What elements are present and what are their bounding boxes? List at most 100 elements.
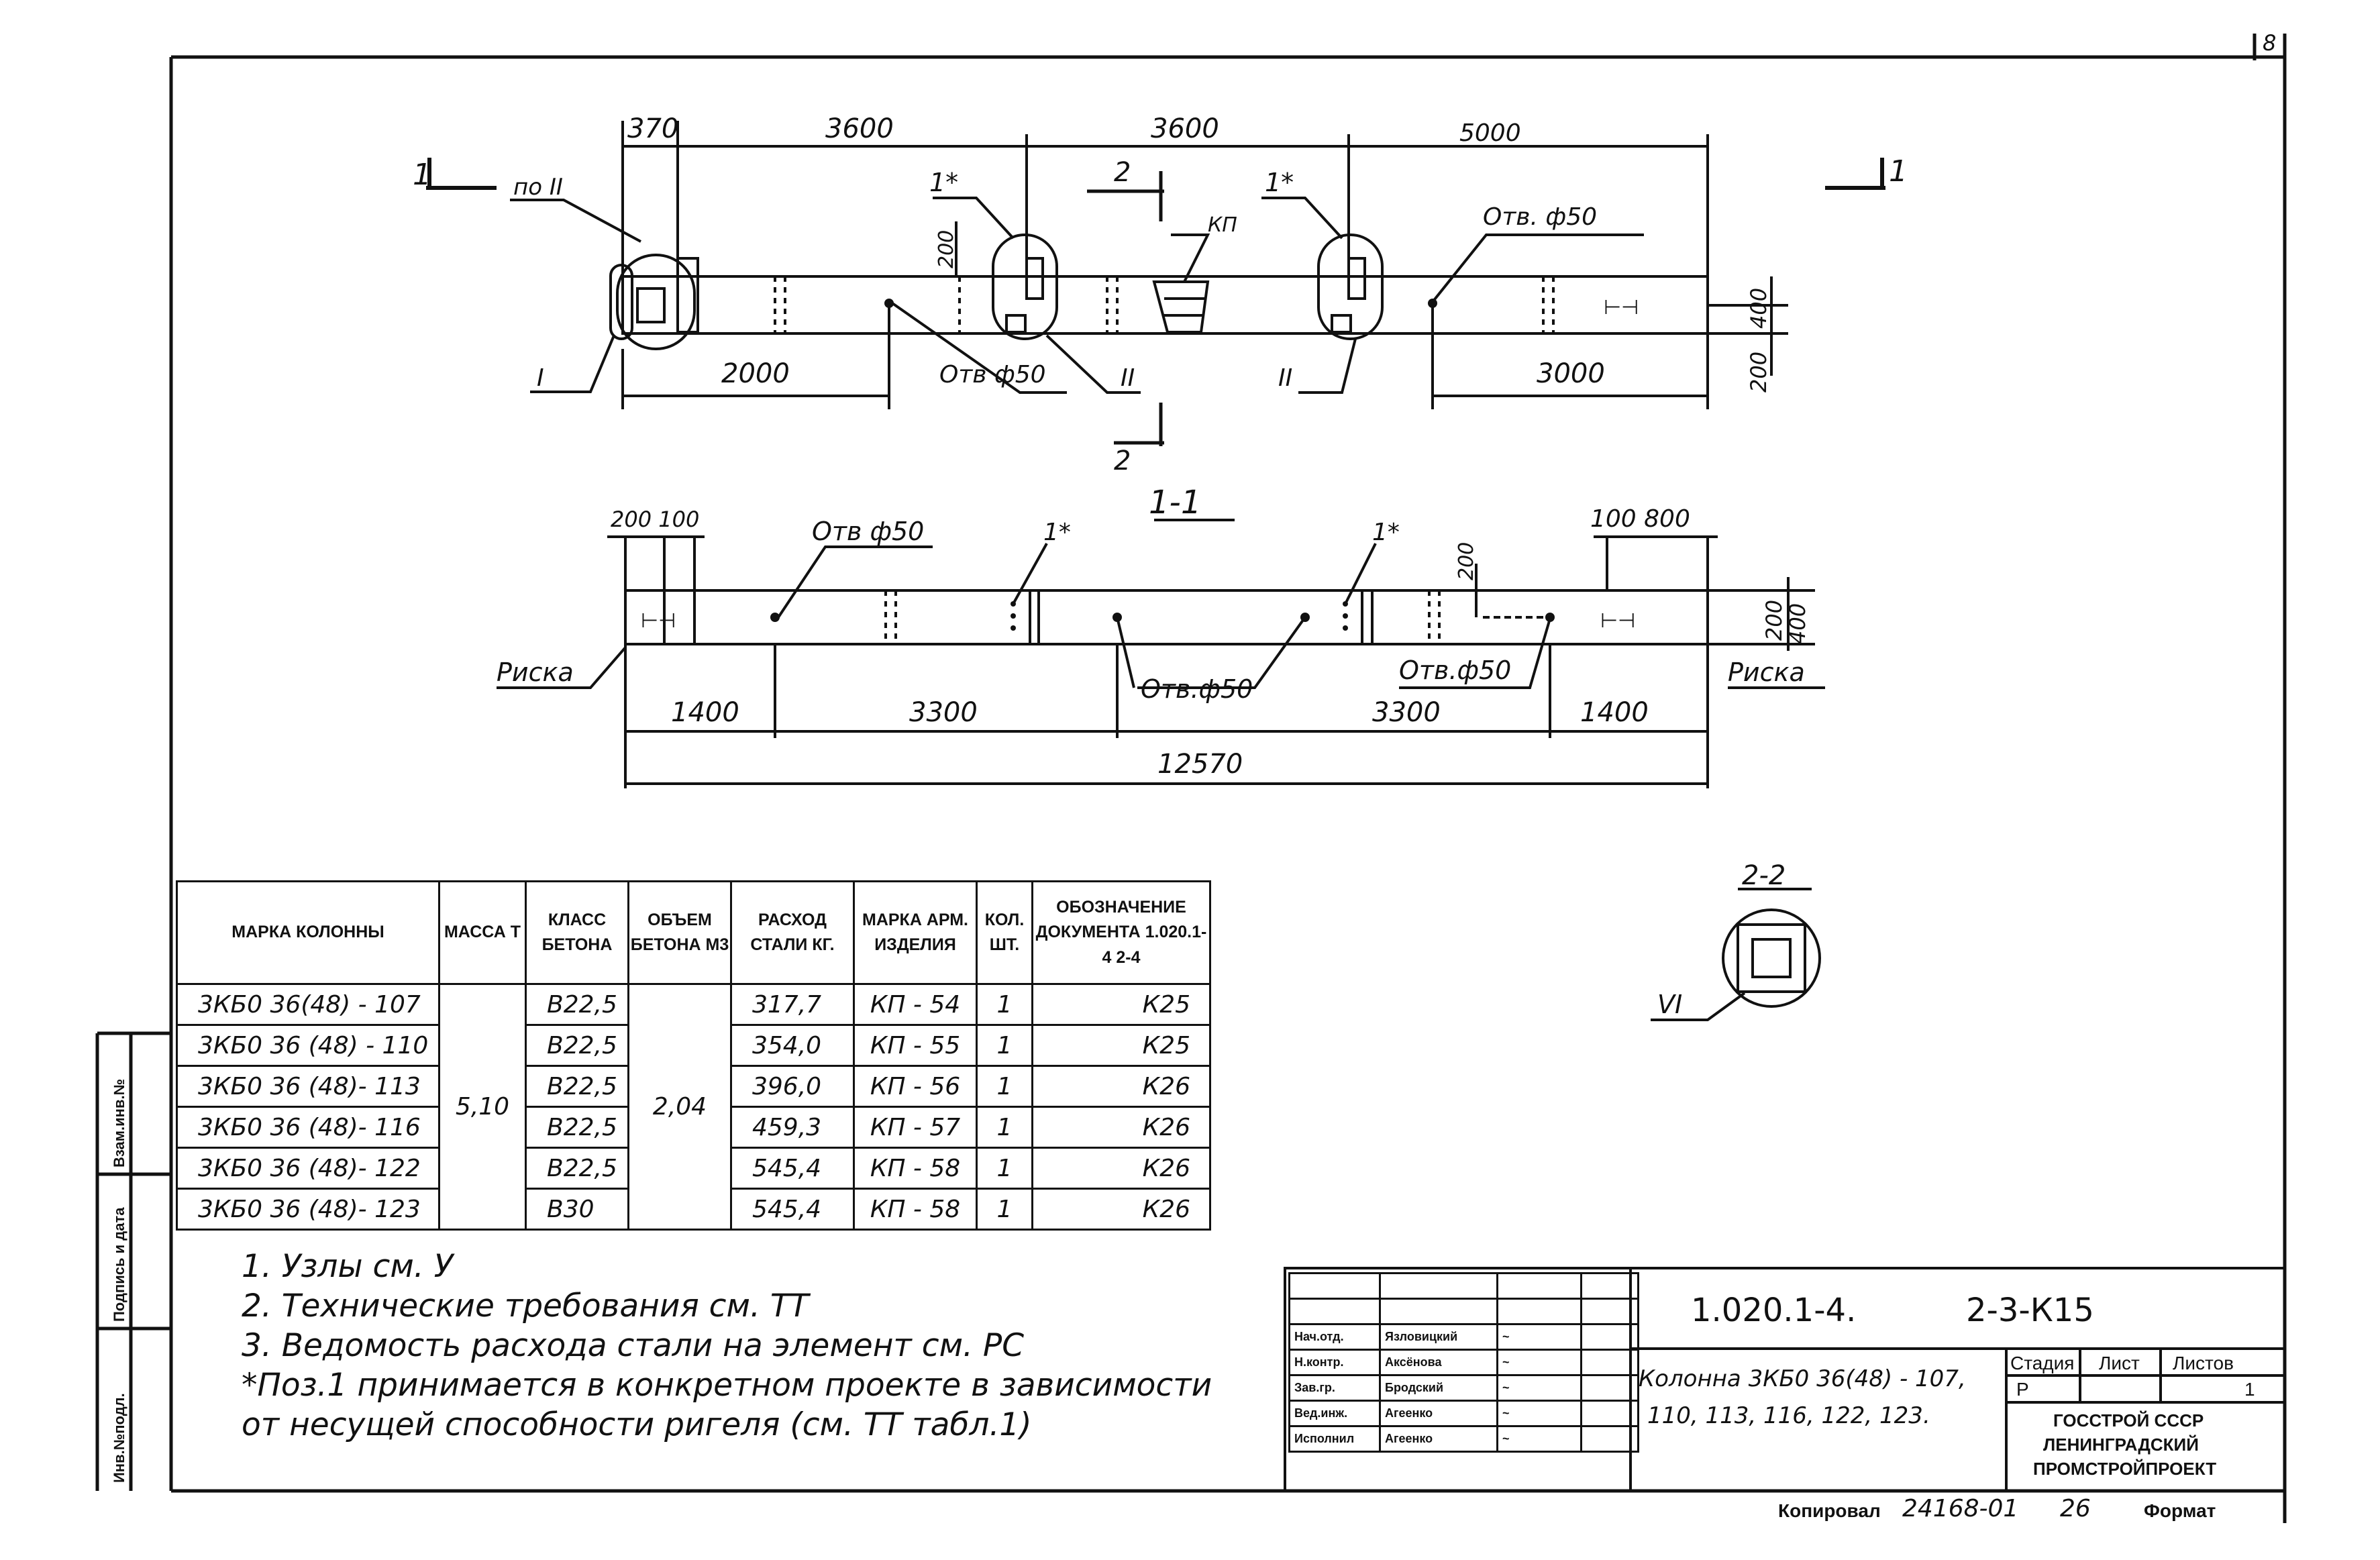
table-row: 3КБ0 36(48) - 107 5,10 В22,5 2,04 317,7 … xyxy=(176,983,1211,1231)
role-label: Зав.гр. xyxy=(1288,1374,1381,1402)
cell-doc: К26 xyxy=(1031,1147,1211,1190)
cell-arm: КП - 54 xyxy=(853,983,978,1026)
plan-section-1-right: 1 xyxy=(1889,154,1908,189)
section-dim-total: 12570 xyxy=(1157,749,1243,780)
cell-doc: К26 xyxy=(1031,1065,1211,1108)
side-stamp-signature: Подпись и дата xyxy=(111,1207,127,1322)
roles-empty-row xyxy=(1288,1298,1639,1325)
table-row: 3КБ0 36 (48)- 116 В22,5 459,3 КП - 57 1 … xyxy=(176,1106,1211,1149)
plan-section-2-bottom: 2 xyxy=(1114,446,1131,476)
hole-section-b xyxy=(1113,613,1122,622)
role-label: Н.контр. xyxy=(1288,1349,1381,1376)
cell-qty: 1 xyxy=(976,1106,1033,1149)
node-callout-II-b xyxy=(1317,233,1384,340)
node-callout-II-a xyxy=(992,233,1058,340)
note-3: 3. Ведомость расхода стали на элемент см… xyxy=(242,1327,1025,1364)
column-section-outline xyxy=(624,589,1709,645)
plate-a2 xyxy=(1005,314,1027,333)
plan-mark-glyph: ⊢⊣ xyxy=(1604,296,1639,319)
hole-section-d xyxy=(1545,613,1555,622)
role-signature: ~ xyxy=(1496,1374,1582,1402)
cell-arm: КП - 58 xyxy=(853,1188,978,1231)
plan-callout-hole-b: Отв ф50 xyxy=(939,361,1046,388)
role-name: Бродский xyxy=(1379,1374,1498,1402)
note-2: 2. Технические требования см. ТТ xyxy=(242,1288,809,1324)
plan-section-2-top: 2 xyxy=(1114,157,1131,188)
plan-callout-kp: КП xyxy=(1208,213,1237,237)
role-signature: ~ xyxy=(1496,1349,1582,1376)
section-2-2-outer-square xyxy=(1737,923,1806,993)
cell-arm: КП - 57 xyxy=(853,1106,978,1149)
bolt-dots xyxy=(1011,601,1348,631)
hole-plan-b xyxy=(1428,299,1437,308)
section-dim-3300-b: 3300 xyxy=(1372,697,1441,728)
cell-mark: 3КБ0 36 (48)- 113 xyxy=(176,1065,440,1108)
plan-callout-po2: по II xyxy=(513,174,563,201)
side-stamp-inventory: Инв.№подл. xyxy=(111,1393,127,1483)
cell-class: В22,5 xyxy=(525,1106,629,1149)
plan-node-II-a: II xyxy=(1121,364,1135,392)
header-steel: РАСХОД СТАЛИ КГ. xyxy=(730,880,855,985)
section-dim-200-mid: 200 xyxy=(1455,542,1478,580)
footer-format-label: Формат xyxy=(2144,1500,2216,1521)
title-sheets-label: Листов xyxy=(2173,1353,2234,1373)
note-5: от несущей способности ригеля (см. ТТ та… xyxy=(242,1406,1032,1443)
cell-qty: 1 xyxy=(976,1188,1033,1231)
role-label: Вед.инж. xyxy=(1288,1400,1381,1427)
role-name: Агеенко xyxy=(1379,1400,1498,1427)
plan-callout-hole-a: Отв. ф50 xyxy=(1483,203,1597,231)
org-line-1: ГОССТРОЙ СССР xyxy=(2053,1410,2204,1431)
section-2-2-circle xyxy=(1722,908,1821,1008)
roles-empty-row xyxy=(1288,1272,1639,1300)
section-dims-top-right: 100 800 xyxy=(1590,505,1690,533)
hole-plan-a xyxy=(884,299,894,308)
org-line-3: ПРОМСТРОЙПРОЕКТ xyxy=(2033,1459,2217,1479)
cell-mark: 3КБ0 36 (48)- 123 xyxy=(176,1188,440,1231)
role-label: Нач.отд. xyxy=(1288,1323,1381,1351)
section-mark-glyph-right: ⊢⊣ xyxy=(1600,609,1635,633)
section-2-2-view xyxy=(1651,888,1821,1021)
header-arm: МАРКА АРМ. ИЗДЕЛИЯ xyxy=(853,880,978,985)
note-4: *Поз.1 принимается в конкретном проекте … xyxy=(242,1367,1212,1404)
title-element-line1: Колонна 3КБ0 36(48) - 107, xyxy=(1639,1365,1966,1392)
cell-mark: 3КБ0 36 (48)- 122 xyxy=(176,1147,440,1190)
section-hole-b: Отв.ф50 xyxy=(1141,674,1253,704)
header-volume: ОБЪЕМ БЕТОНА М3 xyxy=(627,880,732,985)
title-sheet-code: 2-3-К15 xyxy=(1966,1292,2094,1329)
embedded-plate xyxy=(676,257,699,333)
embedded-part xyxy=(636,287,666,323)
section-riska-left: Риска xyxy=(497,658,574,687)
cell-steel: 396,0 xyxy=(730,1065,855,1108)
role-signature: ~ xyxy=(1496,1323,1582,1351)
cell-qty: 1 xyxy=(976,1065,1033,1108)
role-name: Агеенко xyxy=(1379,1425,1498,1453)
table-row: 3КБ0 36 (48)- 122 В22,5 545,4 КП - 58 1 … xyxy=(176,1147,1211,1190)
side-stamp-replace: Взам.инв.№ xyxy=(111,1079,127,1167)
cell-steel: 317,7 xyxy=(730,983,855,1026)
cell-class: В22,5 xyxy=(525,1024,629,1067)
plan-callout-1star-b: 1* xyxy=(1265,168,1294,197)
cell-class: В30 xyxy=(525,1188,629,1231)
plan-node-II-b: II xyxy=(1278,364,1292,392)
section-dims-top-left: 200 100 xyxy=(611,507,699,532)
plan-dim-2000: 2000 xyxy=(721,358,790,389)
cell-doc: К25 xyxy=(1031,983,1211,1026)
cell-steel: 354,0 xyxy=(730,1024,855,1067)
plan-dim-3600-a: 3600 xyxy=(825,113,894,144)
section-1-1-view xyxy=(497,519,1825,788)
plan-dim-5000: 5000 xyxy=(1459,119,1521,147)
section-mark-glyph-left: ⊢⊣ xyxy=(641,609,676,633)
spec-table: МАРКА КОЛОННЫ МАССА Т КЛАСС БЕТОНА ОБЪЕМ… xyxy=(176,880,1211,1231)
cell-mark: 3КБ0 36(48) - 107 xyxy=(176,983,440,1026)
section-riska-right: Риска xyxy=(1728,658,1805,687)
cell-steel: 545,4 xyxy=(730,1147,855,1190)
title-doc-code: 1.020.1-4. xyxy=(1691,1292,1857,1329)
footer-page: 26 xyxy=(2060,1495,2091,1522)
cell-mark: 3КБ0 36 (48) - 110 xyxy=(176,1024,440,1067)
header-qty: КОЛ. ШТ. xyxy=(976,880,1033,985)
notes-block: 1. Узлы см. У 2. Технические требования … xyxy=(242,1247,1212,1445)
cell-class: В22,5 xyxy=(525,1065,629,1108)
section-star-b: 1* xyxy=(1372,519,1400,546)
header-mass: МАССА Т xyxy=(438,880,527,985)
